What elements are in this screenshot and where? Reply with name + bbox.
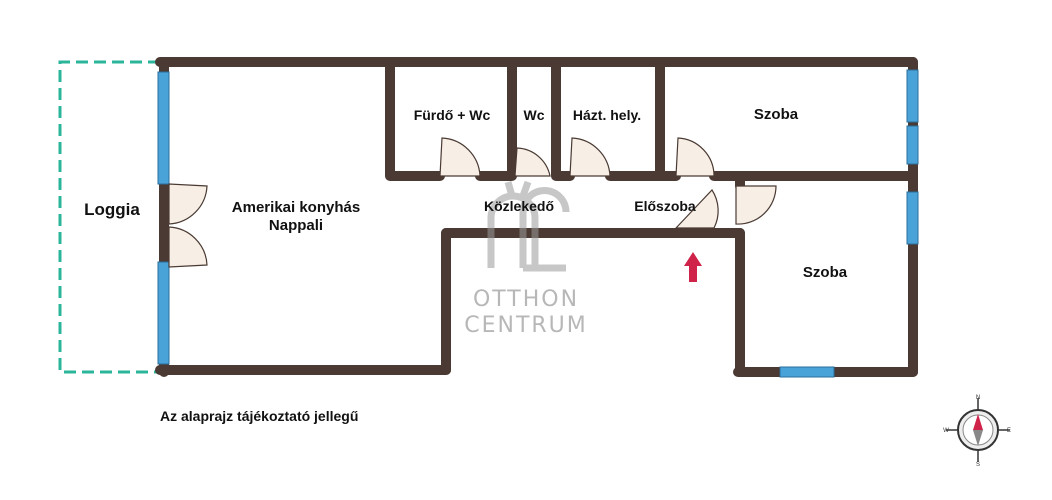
label-room-top: Szoba [754,106,799,123]
watermark-line1: OTTHON [473,287,579,312]
entrance-arrow [684,252,702,282]
compass-n: N [976,395,980,401]
label-room-bottom: Szoba [803,264,848,281]
door-bathroom [439,137,481,177]
compass: N S W E [943,395,1011,468]
window-room-top-2 [906,125,919,165]
label-living-line1: Amerikai konyhás [232,199,360,216]
compass-w: W [943,428,949,434]
label-wc: Wc [524,107,545,123]
door-utility [569,137,611,177]
watermark-logo [487,180,570,272]
door-room-bottom [735,185,777,225]
label-corridor: Közlekedő [484,198,554,214]
label-bathroom: Fürdő + Wc [414,107,491,123]
door-loggia-upper [168,183,208,225]
doors [168,137,777,268]
label-hall: Előszoba [634,198,696,214]
door-room-top [675,137,715,177]
compass-needle-south [973,430,983,446]
loggia-outline [58,60,160,374]
door-wc [514,147,551,177]
door-loggia-lower [168,226,208,268]
label-utility: Házt. hely. [573,107,641,123]
watermark-line2: CENTRUM [464,313,588,338]
window-room-top-1 [906,69,919,123]
compass-needle-north [973,414,983,430]
label-living-line2: Nappali [269,217,323,234]
label-loggia: Loggia [84,200,140,219]
window-living-2 [157,261,170,365]
door-entrance [674,189,719,229]
compass-e: E [1007,428,1011,434]
windows [157,69,919,378]
window-room-bottom [779,366,835,378]
window-living-1 [157,71,170,185]
disclaimer-note: Az alaprajz tájékoztató jellegű [160,408,359,424]
window-room-bottom-side [906,191,919,245]
walls [155,57,918,377]
compass-s: S [976,462,980,468]
